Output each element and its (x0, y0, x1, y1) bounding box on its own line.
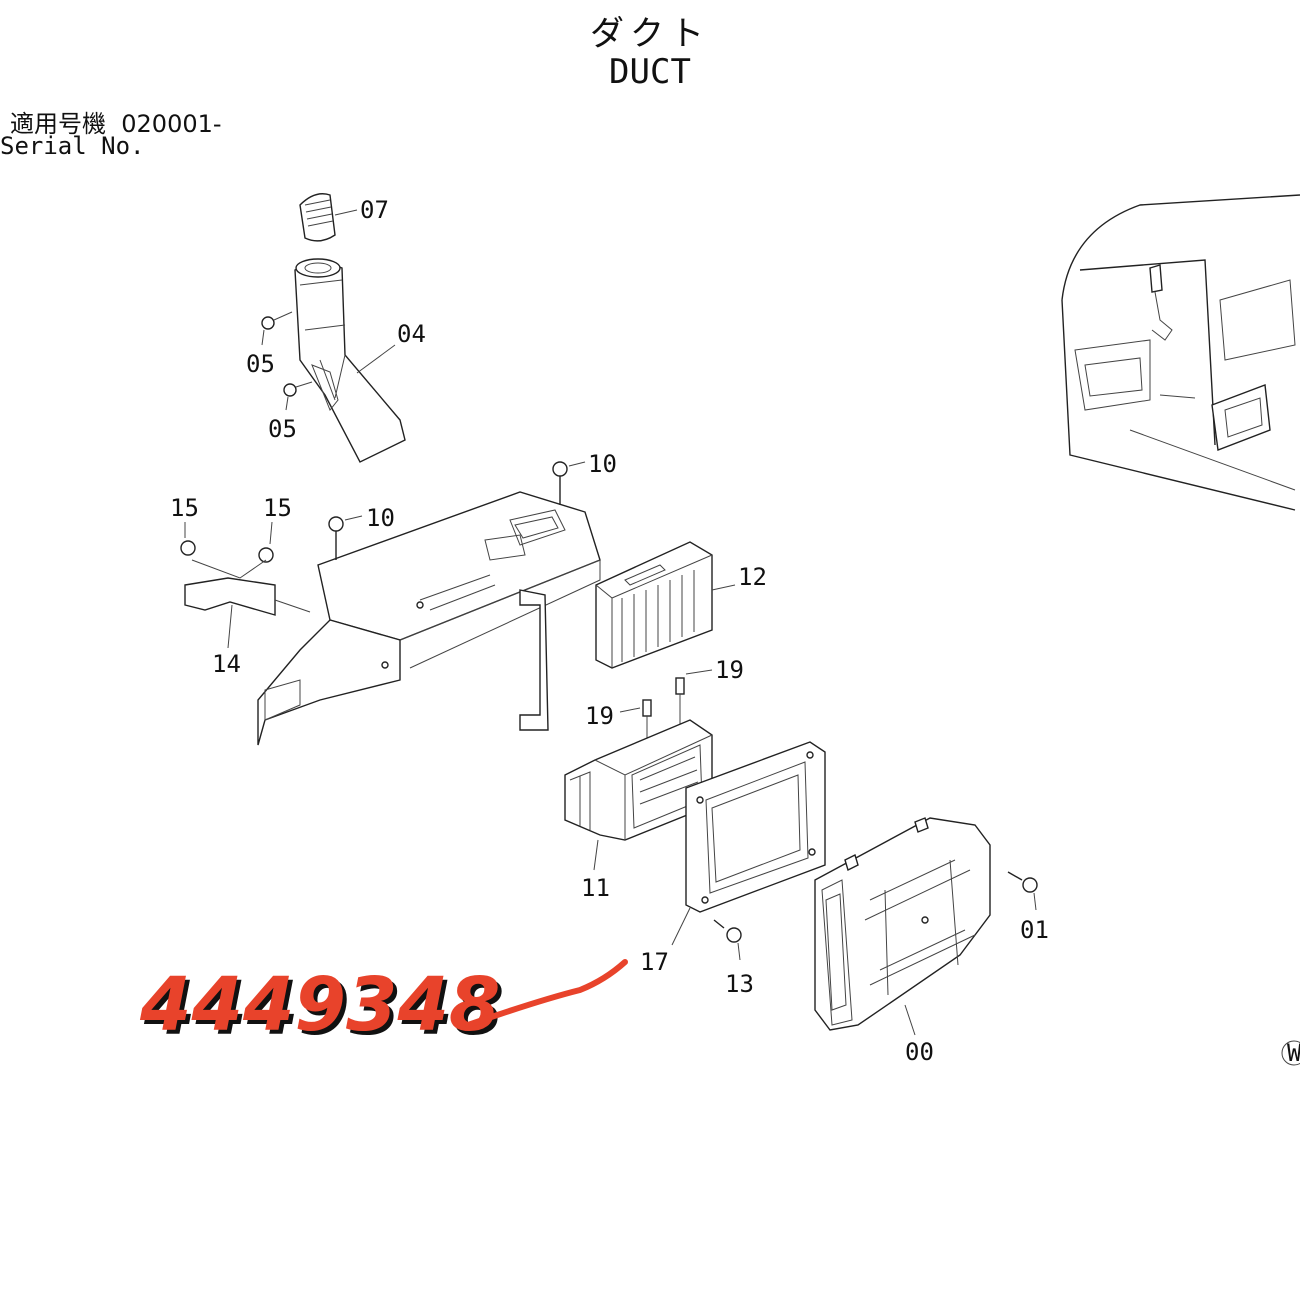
callout-19-left: 19 (585, 702, 614, 730)
part-number: 4449348 (139, 962, 500, 1048)
callout-01: 01 (1020, 916, 1049, 944)
part-17-gasket-plate (671, 741, 826, 946)
callout-19-right: 19 (715, 656, 744, 684)
part-10-bolt-right (552, 461, 586, 505)
title-english: DUCT (609, 52, 691, 92)
callout-12: 12 (738, 563, 767, 591)
callout-05-lower: 05 (268, 415, 297, 443)
callout-05-upper: 05 (246, 350, 275, 378)
part-number-shadow: 4449348 (143, 966, 504, 1052)
part-15-bolt-left (180, 522, 196, 556)
callout-10-left: 10 (366, 504, 395, 532)
corner-mark: W (1281, 1039, 1300, 1067)
callout-04: 04 (397, 320, 426, 348)
part-13-screw (713, 919, 742, 961)
title-japanese: ダクト (590, 14, 710, 54)
callout-14: 14 (212, 650, 241, 678)
part-00-cover (814, 817, 991, 1036)
corner-mark-letter: W (1287, 1039, 1300, 1067)
callout-10-right: 10 (588, 450, 617, 478)
serial-number-label: Serial No. (0, 132, 145, 160)
callout-00: 00 (905, 1038, 934, 1066)
part-number-pointer-line (465, 959, 628, 1028)
callout-11: 11 (581, 874, 610, 902)
part-04-duct-pipe (294, 258, 406, 463)
callout-15-left: 15 (170, 494, 199, 522)
callout-15-right: 15 (263, 494, 292, 522)
callout-13: 13 (725, 970, 754, 998)
callout-07: 07 (360, 196, 389, 224)
part-05-screw-upper (261, 311, 293, 346)
part-number-annotation: 4449348 4449348 (139, 959, 628, 1052)
part-10-bolt-left (328, 515, 363, 560)
callout-17: 17 (640, 948, 669, 976)
part-05-screw-lower (283, 381, 313, 411)
cab-overview (1061, 194, 1300, 511)
part-12-filter (595, 541, 736, 669)
part-14-bracket (184, 559, 311, 649)
part-19-pin-right (675, 669, 713, 730)
part-07-filter-cap (299, 193, 358, 242)
main-duct-frame (257, 491, 601, 746)
serial-applicable-label: 適用号機 020001- (10, 110, 222, 138)
part-15-bolt-right (258, 521, 274, 563)
part-01-screw (1007, 871, 1038, 911)
